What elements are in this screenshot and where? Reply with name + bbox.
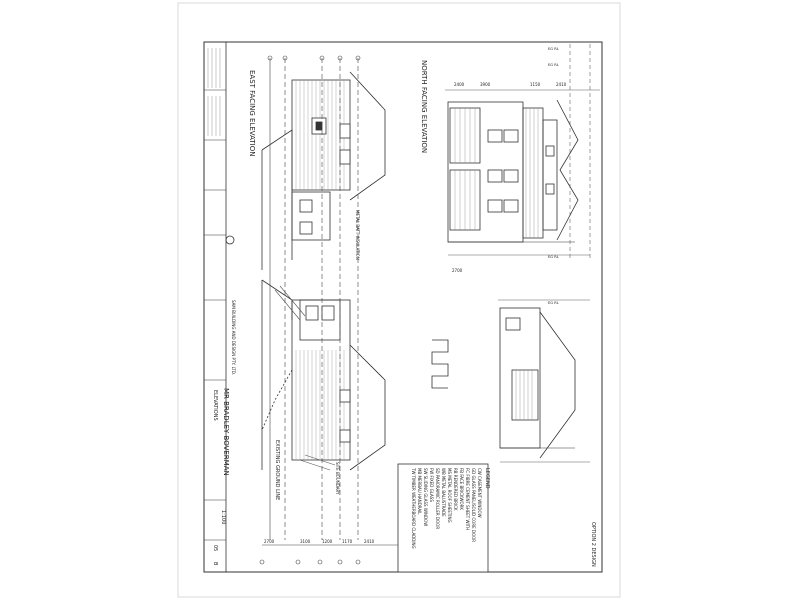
option-title: OPTION 2 DESIGN: [590, 522, 596, 567]
metal-note-label: METAL BATT INSULATION: [355, 210, 360, 260]
legend-item: FW FIXED GLASS: [429, 468, 434, 502]
drawing-name: ELEVATIONS: [212, 390, 218, 421]
dim-bottom-2: 3100: [300, 539, 311, 544]
legend-item: SW SLIDING GLASS WINDOW: [423, 468, 428, 526]
level-markers-north: EG RL EG RL EG RL: [548, 44, 591, 260]
level-tag-3: EG RL: [548, 255, 559, 259]
east-elevation-lower: [261, 279, 386, 471]
level-tag-4: EG RL: [548, 301, 559, 305]
legend-item: MS METAL ROOF SHEETING: [447, 468, 452, 523]
north-elevation-title: NORTH FACING ELEVATION: [420, 60, 428, 153]
revision-letter: B: [212, 562, 218, 566]
legend-item: GD GLASS PANEL/SOLID CORE DOOR: [471, 468, 476, 542]
east-elevation-title: EAST FACING ELEVATION: [248, 70, 256, 156]
dim-bottom-3: 1200: [322, 539, 333, 544]
north-top-dimensions: 2400 3900 1150 2410 2700: [452, 82, 567, 273]
dim-north-side: 2700: [452, 268, 463, 273]
legend-item: RB RENDERED BRICK: [453, 468, 458, 511]
level-tag-1: EG RL: [548, 47, 559, 51]
dim-bottom-5: 2410: [364, 539, 375, 544]
dim-bottom-1: 2700: [264, 539, 275, 544]
sheet-outline: [177, 2, 621, 598]
dim-north-2: 3900: [480, 82, 491, 87]
east-elevation-upper: [261, 71, 386, 270]
client-name: MR BRADLEY BOVERMAN: [222, 388, 230, 476]
ground-level-lines-east: [259, 55, 361, 565]
site-note-label: SITE BOUNDARY: [335, 462, 340, 495]
legend-item: MB MERBAU HANDRAIL: [417, 468, 422, 515]
north-elevation: [445, 89, 600, 256]
company-name: SAM BUILDING AND DESIGN PTY. LTD.: [231, 300, 236, 375]
company-logo-icon: [225, 235, 235, 245]
title-block: SAM BUILDING AND DESIGN PTY. LTD. MR BRA…: [204, 42, 236, 572]
dim-north-1: 2400: [454, 82, 465, 87]
legend-box: LEGEND CW CASEMENT WINDOW GD GLASS PANEL…: [397, 463, 490, 573]
lower-right-elevation: [498, 299, 590, 463]
legend-item: CW CASEMENT WINDOW: [477, 468, 482, 518]
level-tag-2: EG RL: [548, 63, 559, 67]
scale-value: 1:100: [220, 510, 226, 524]
legend-item: FB FACE BRICKWORK: [459, 468, 464, 510]
bottom-dimension-string: 2700 3100 1200 1170 2410: [262, 539, 400, 546]
sheet-number: 05: [212, 545, 218, 551]
legend-item: SD PANORAMIC ROLLER DOOR: [435, 468, 440, 529]
ground-line-label: EXISTING GROUND LINE: [274, 440, 280, 500]
dim-north-3: 1150: [530, 82, 541, 87]
break-line-symbol: [431, 339, 449, 389]
legend-item: FC FIBRE CEMENT SHEET WITH: [465, 468, 470, 530]
legend-heading: LEGEND: [484, 468, 490, 489]
legend-item: WB METAL BALUSTRADE: [441, 468, 446, 517]
dim-bottom-4: 1170: [342, 539, 353, 544]
dim-north-4: 2410: [556, 82, 567, 87]
legend-item: TW TIMBER WEATHERBOARD CLADDING: [411, 467, 416, 549]
